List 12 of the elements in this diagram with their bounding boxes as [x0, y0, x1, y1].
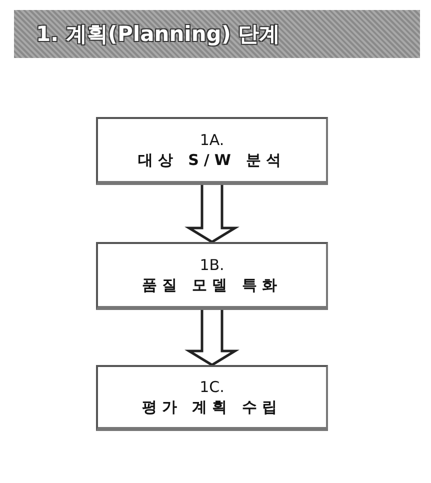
- step-number: 1B.: [198, 255, 226, 275]
- step-title: 품질 모델 특화: [140, 275, 284, 295]
- title-banner: 1. 계획(Planning) 단계: [14, 10, 420, 58]
- process-box: [96, 365, 328, 431]
- process-box: [96, 242, 328, 310]
- step-number: 1C.: [198, 377, 226, 397]
- step-number: 1A.: [198, 130, 226, 150]
- block-arrow: [184, 308, 240, 366]
- step-title: 대상 S/W 분석: [136, 150, 288, 170]
- process-box: [96, 117, 328, 185]
- block-arrow: [184, 184, 240, 244]
- step-title: 평가 계획 수립: [140, 397, 284, 417]
